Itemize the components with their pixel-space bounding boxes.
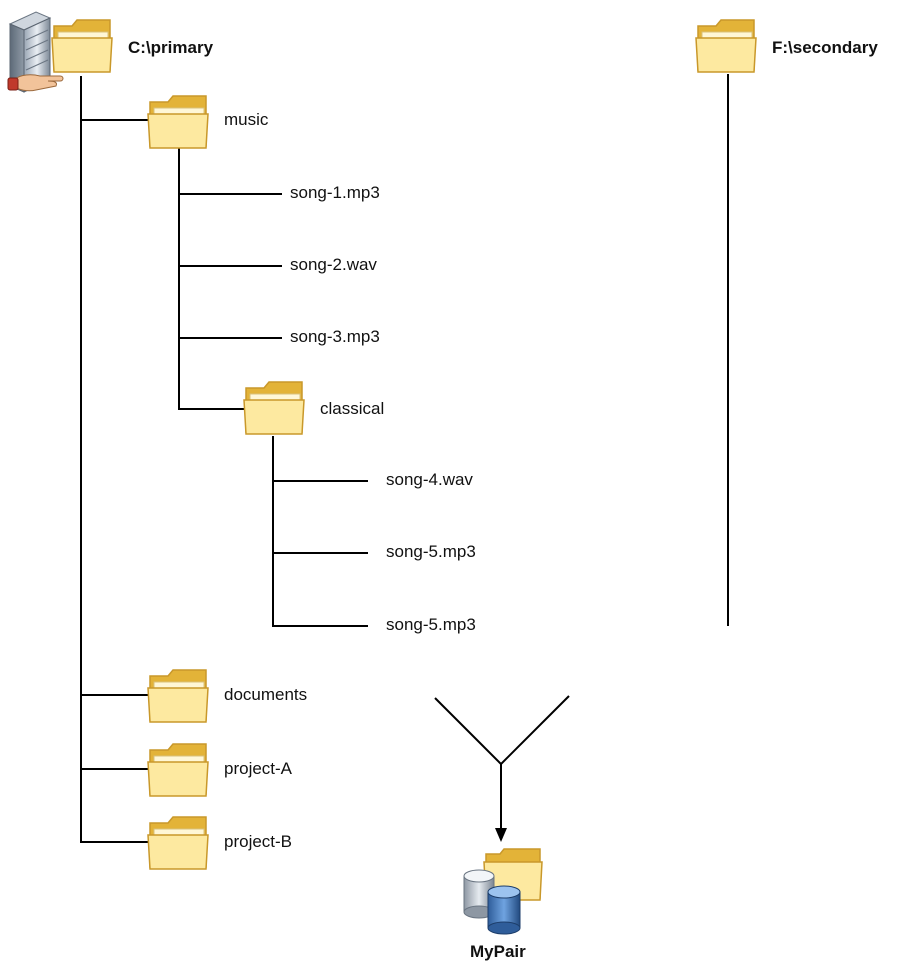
folder-icon [147, 816, 209, 870]
file-label-song-4: song-4.wav [386, 470, 473, 489]
connector-song-5a [272, 552, 368, 554]
arrowhead-icon [495, 828, 507, 842]
primary-root-label: C:\primary [128, 38, 214, 57]
server-share-icon [7, 11, 64, 93]
folder-icon [243, 381, 305, 435]
file-label-song-5a: song-5.mp3 [386, 542, 476, 561]
connector-project-a [80, 768, 150, 770]
connector-song-1 [178, 193, 282, 195]
folder-label-project-a: project-A [224, 759, 293, 778]
connector-song-2 [178, 265, 282, 267]
folder-label-documents: documents [224, 685, 308, 704]
connector-documents [80, 694, 150, 696]
pair-label: MyPair [470, 942, 526, 961]
connector-project-b [80, 841, 150, 843]
connector-song-5b [272, 625, 368, 627]
merge-right-branch [500, 695, 570, 765]
music-trunk [178, 148, 180, 409]
folder-icon [51, 19, 113, 73]
folder-label-project-b: project-B [224, 832, 293, 851]
merge-left-branch [434, 697, 502, 765]
connector-song-4 [272, 480, 368, 482]
folder-icon [147, 669, 209, 723]
connector-music [80, 119, 150, 121]
folder-icon [695, 19, 757, 73]
classical-trunk [272, 436, 274, 627]
folder-label-music: music [224, 110, 269, 129]
merge-arrow [434, 695, 570, 842]
folder-icon [147, 95, 209, 149]
file-label-song-1: song-1.mp3 [290, 183, 380, 202]
file-label-song-5b: song-5.mp3 [386, 615, 476, 634]
connector-classical [178, 408, 244, 410]
connector-song-3 [178, 337, 282, 339]
folder-label-classical: classical [320, 399, 385, 418]
primary-trunk [80, 76, 82, 842]
folder-icon [147, 743, 209, 797]
secondary-trunk [727, 74, 729, 626]
secondary-root-label: F:\secondary [772, 38, 878, 57]
file-label-song-3: song-3.mp3 [290, 327, 380, 346]
file-label-song-2: song-2.wav [290, 255, 377, 274]
database-folder-pair-icon [463, 848, 543, 935]
